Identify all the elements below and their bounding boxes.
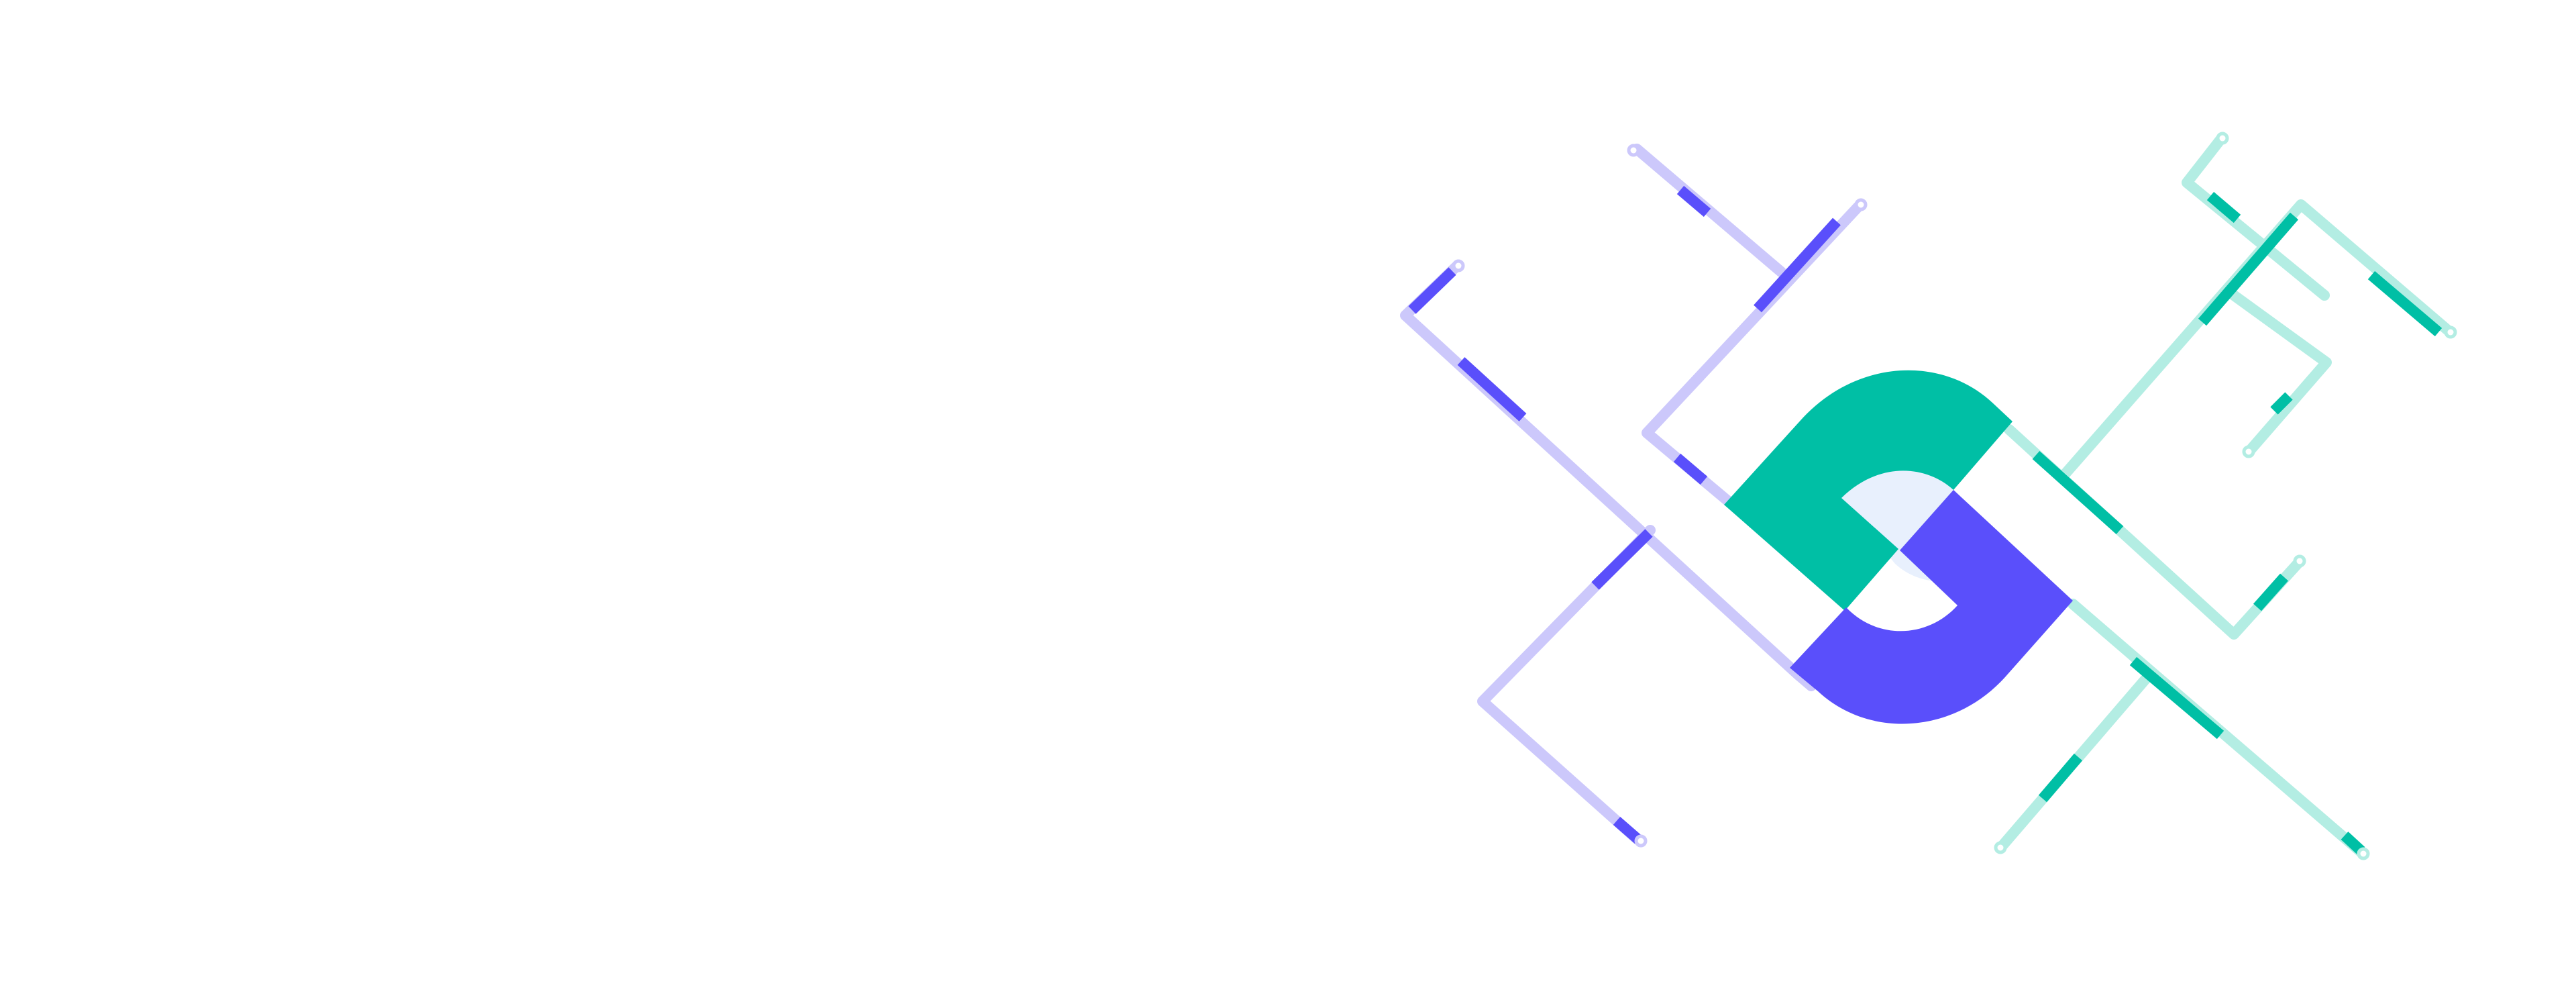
circuit-trace-icon: [1408, 267, 1456, 314]
circuit-trace-icon: [1994, 841, 2007, 854]
circuit-trace-icon: [1591, 529, 1653, 590]
circuit-trace-icon: [2216, 132, 2229, 145]
logo-purple-half: [1790, 490, 2073, 724]
circuit-trace-icon: [2253, 573, 2288, 611]
circuit-trace-icon: [2293, 554, 2306, 568]
circuit-trace-icon: [1477, 525, 1656, 844]
circuit-trace-icon: [2129, 656, 2224, 740]
circuit-trace-icon: [1854, 198, 1868, 211]
circuit-trace-icon: [1676, 185, 1711, 217]
circuit-trace-icon: [2057, 199, 2454, 482]
circuit-trace-icon: [2357, 847, 2370, 860]
teal-traces: [1994, 132, 2457, 860]
circuit-trace-icon: [2229, 290, 2332, 455]
circuit-trace-icon: [1754, 217, 1841, 313]
circuit-trace-icon: [1457, 357, 1527, 421]
circuit-trace-icon: [2367, 270, 2443, 337]
logo-mark-icon: [1724, 370, 2073, 724]
purple-traces: [1400, 144, 1868, 848]
circuit-trace-icon: [1634, 834, 1648, 848]
circuit-trace-icon: [2198, 212, 2299, 326]
logo-teal-half: [1724, 370, 2012, 611]
circuit-trace-icon: [2242, 445, 2255, 458]
circuit-trace-icon: [2341, 832, 2365, 855]
circuit-trace-icon: [2444, 326, 2457, 339]
circuit-trace-icon: [2038, 753, 2083, 803]
circuit-trace-icon: [2182, 134, 2330, 301]
circuit-trace-icon: [2206, 191, 2241, 223]
circuit-trace-icon: [1452, 259, 1465, 272]
circuit-trace-icon: [1627, 144, 1640, 157]
circuit-trace-icon: [2270, 392, 2293, 415]
circuit-trace-icon: [1673, 453, 1708, 485]
circuit-trace-icon: [2032, 451, 2124, 534]
